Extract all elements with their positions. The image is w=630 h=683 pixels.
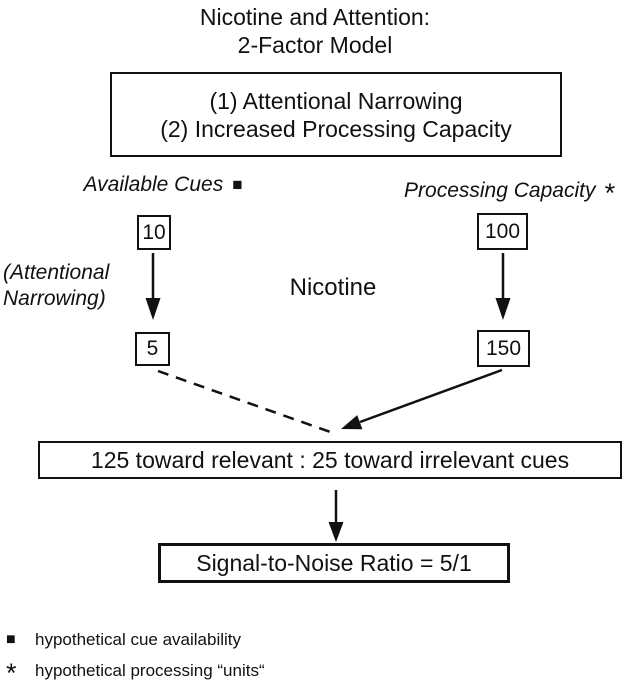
footnote-cue-availability-text: hypothetical cue availability: [35, 630, 242, 649]
attentional-narrowing-annotation: (Attentional Narrowing): [3, 260, 109, 312]
footnote-cue-availability: ■ hypothetical cue availability: [6, 630, 241, 650]
value-100: 100: [484, 219, 521, 243]
arrow-ratio-to-signal: [328, 490, 344, 542]
annotation-line1: (Attentional: [3, 261, 110, 284]
footnote-processing-units-text: hypothetical processing “units“: [35, 660, 265, 680]
filled-square-icon: ■: [6, 631, 16, 648]
diagram-title-line1: Nicotine and Attention:: [199, 4, 431, 30]
asterisk-icon: *: [603, 178, 614, 208]
factor-2-label: (2) Increased Processing Capacity: [160, 115, 512, 142]
asterisk-icon: *: [6, 658, 17, 683]
value-box-100: 100: [477, 213, 528, 250]
factors-box: (1) Attentional Narrowing (2) Increased …: [110, 72, 562, 157]
arrow-available-cues-down: [145, 253, 161, 320]
signal-to-noise-text: Signal-to-Noise Ratio = 5/1: [196, 549, 472, 576]
arrow-150-to-ratio: [341, 368, 503, 430]
dashed-line-5-to-ratio: [157, 369, 337, 436]
value-box-150: 150: [477, 330, 530, 367]
value-10: 10: [142, 220, 166, 244]
value-box-10: 10: [137, 215, 171, 250]
footnote-processing-units: * hypothetical processing “units“: [6, 655, 265, 683]
processing-capacity-label: Processing Capacity *: [404, 173, 614, 208]
processing-capacity-text: Processing Capacity: [404, 179, 596, 202]
diagram-title: Nicotine and Attention: 2-Factor Model: [0, 3, 630, 59]
available-cues-label: Available Cues ■: [84, 173, 243, 197]
signal-to-noise-box: Signal-to-Noise Ratio = 5/1: [158, 543, 510, 583]
annotation-line2: Narrowing): [3, 287, 106, 310]
ratio-text: 125 toward relevant : 25 toward irreleva…: [90, 446, 570, 473]
factor-1-label: (1) Attentional Narrowing: [209, 87, 463, 114]
value-150: 150: [485, 336, 522, 360]
filled-square-icon: ■: [232, 175, 243, 194]
arrow-processing-capacity-down: [495, 253, 511, 320]
diagram-title-line2: 2-Factor Model: [237, 32, 393, 58]
value-box-5: 5: [135, 332, 170, 366]
available-cues-text: Available Cues: [83, 173, 224, 196]
value-5: 5: [146, 337, 159, 360]
nicotine-label: Nicotine: [289, 274, 377, 301]
ratio-box: 125 toward relevant : 25 toward irreleva…: [38, 441, 622, 479]
